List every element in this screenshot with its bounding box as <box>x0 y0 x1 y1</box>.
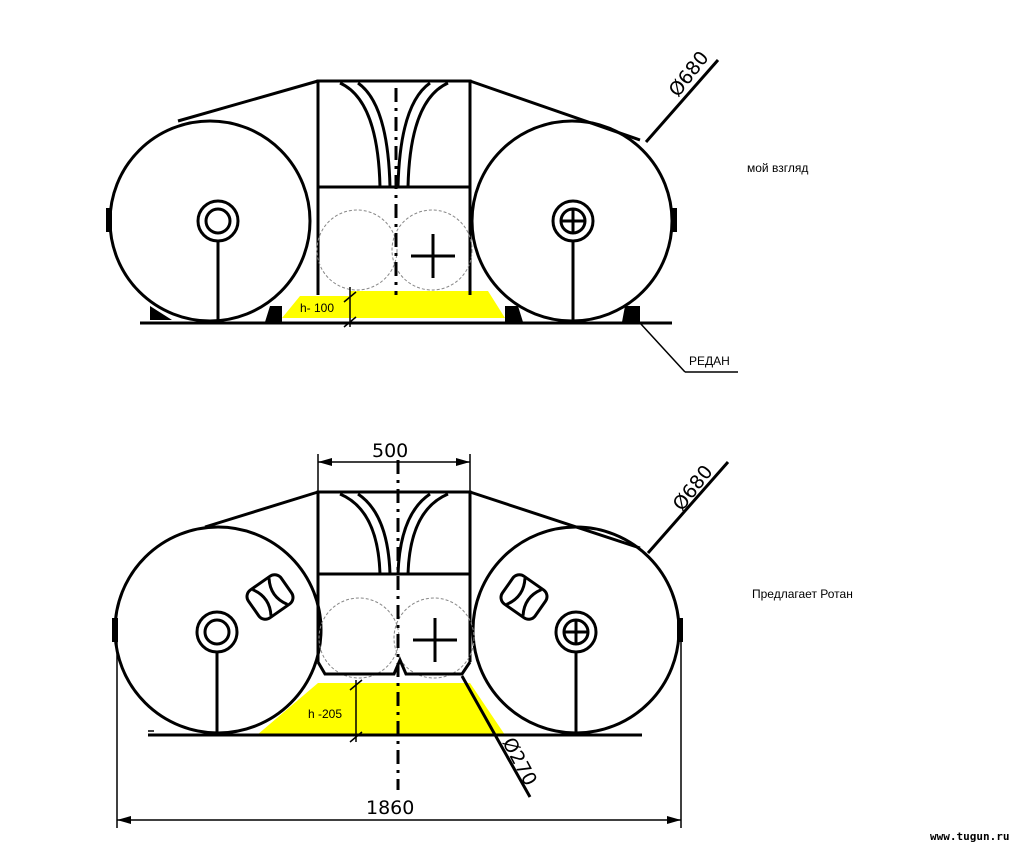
wheel-leader <box>460 675 532 798</box>
bottom-diameter-leader <box>646 461 730 554</box>
top-caption: мой взгляд <box>747 161 809 175</box>
bottom-height-label: h -205 <box>308 707 342 721</box>
top-inner-wheel-left <box>316 209 398 291</box>
bottom-frame-edge <box>316 656 472 676</box>
top-foot <box>622 306 640 322</box>
redan-leader <box>639 322 686 373</box>
top-rib <box>339 81 382 188</box>
top-foot <box>505 306 523 322</box>
redan-label: РЕДАН <box>689 354 730 368</box>
top-rib <box>357 81 392 188</box>
top-central-frame <box>316 79 472 189</box>
bottom-inner-wheel-left <box>318 597 400 679</box>
top-inner-wheel-right <box>391 209 473 291</box>
top-view: h- 100 Ø680 РЕДАН <box>106 47 738 373</box>
top-height-tick <box>343 316 357 328</box>
bottom-view: 500 Ø680 h -205 Ø270 1860 <box>112 440 730 828</box>
arrow <box>667 816 681 824</box>
watermark: www.tugun.ru <box>930 830 1010 843</box>
arrow <box>456 458 470 466</box>
bottom-belt-right <box>469 490 641 550</box>
top-left-hub <box>196 199 240 243</box>
bottom-notch <box>112 618 118 642</box>
bottom-central-frame <box>316 490 472 576</box>
top-rib <box>406 81 449 188</box>
bottom-notch <box>677 618 683 642</box>
top-diameter-leader <box>644 59 720 143</box>
arrow <box>117 816 131 824</box>
bottom-height-tick <box>349 679 363 691</box>
wheel-label: Ø270 <box>498 734 541 790</box>
top-rib <box>396 81 431 188</box>
top-foot <box>150 306 172 320</box>
top-height-tick <box>343 291 357 303</box>
bottom-inner-wheel-right <box>393 597 475 679</box>
top-height-label: h- 100 <box>300 301 334 315</box>
bottom-left-hub <box>195 610 239 654</box>
top-notch <box>106 208 112 232</box>
bottom-belt-left <box>204 490 319 529</box>
top-left-drum <box>108 119 312 323</box>
bottom-rib <box>396 492 431 575</box>
bottom-left-roller <box>245 573 295 621</box>
top-belt-right <box>469 79 641 142</box>
top-left-hub-inner <box>204 207 232 235</box>
width-label: 500 <box>372 440 408 462</box>
top-notch <box>671 208 677 232</box>
bottom-rib <box>339 492 382 575</box>
overall-label: 1860 <box>366 797 414 819</box>
arrow <box>318 458 332 466</box>
bottom-rib <box>406 492 449 575</box>
bottom-right-roller <box>499 573 549 621</box>
bottom-rib <box>357 492 392 575</box>
bottom-caption: Предлагает Ротан <box>752 587 853 601</box>
top-belt-left <box>177 79 319 123</box>
top-foot <box>265 306 282 322</box>
bottom-yellow-area <box>257 683 505 735</box>
bottom-left-hub-inner <box>203 618 231 646</box>
bottom-height-tick <box>349 731 363 743</box>
bottom-diameter-label: Ø680 <box>669 461 718 515</box>
top-yellow-area <box>282 291 505 318</box>
